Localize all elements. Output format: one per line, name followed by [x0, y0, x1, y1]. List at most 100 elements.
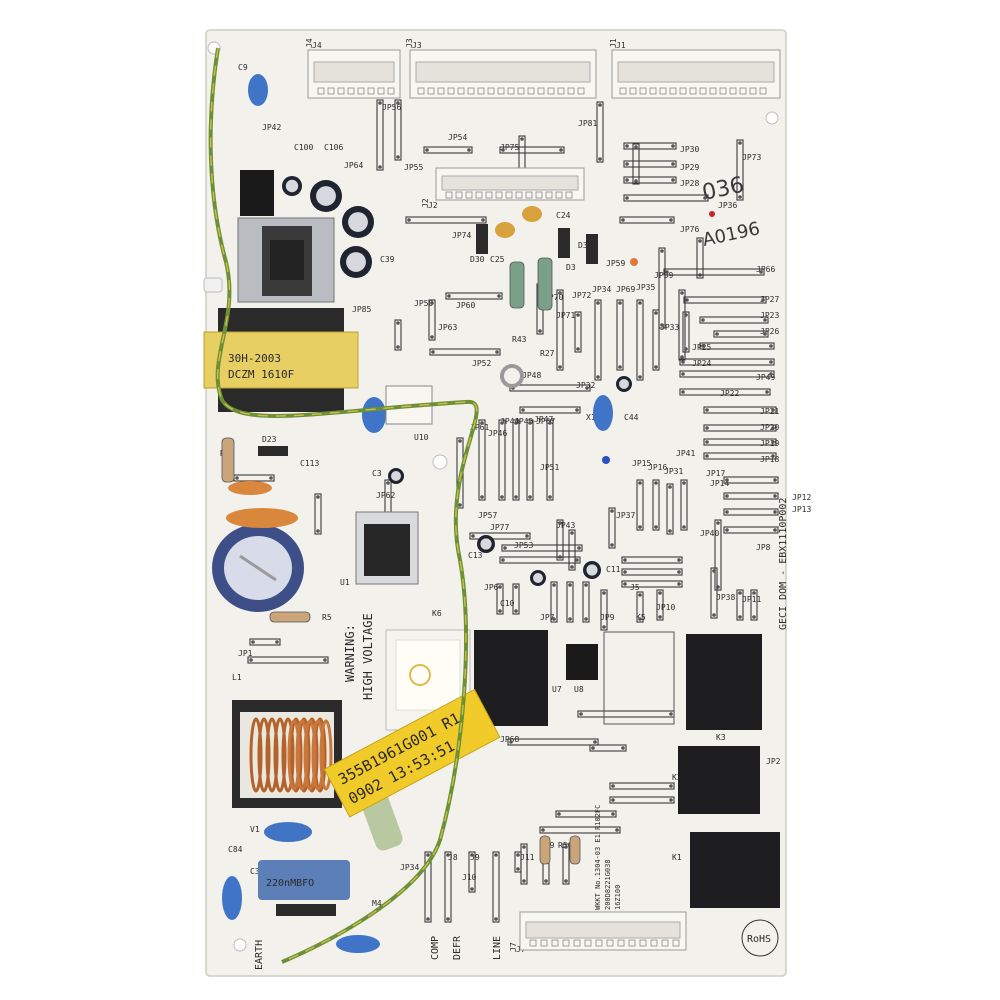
tantalum-capacitor — [522, 206, 542, 222]
jumper-pad — [470, 887, 474, 891]
resistor — [539, 835, 551, 865]
connector-pin — [619, 87, 627, 95]
jumper — [519, 406, 581, 414]
jumper — [723, 526, 779, 534]
connector-pins — [317, 87, 767, 947]
jumper-pad — [396, 345, 400, 349]
jumper — [616, 299, 624, 371]
ref-label: JP33 — [660, 323, 679, 332]
relay-k1 — [690, 832, 780, 908]
jumper-pad — [668, 529, 672, 533]
jumper-pad — [598, 157, 602, 161]
connector-pin — [417, 87, 425, 95]
coil-winding — [319, 719, 333, 791]
connector-pin — [562, 939, 570, 947]
ref-label: M4 — [372, 899, 382, 908]
jumper-pad — [249, 658, 253, 662]
jumper — [556, 519, 564, 561]
jumper — [562, 843, 570, 885]
jumper-pad — [625, 162, 629, 166]
jumper — [405, 216, 487, 224]
jumper — [556, 289, 564, 371]
transformer: 30H-2003 DCZM 1610F — [203, 308, 359, 412]
connector-pin — [628, 939, 636, 947]
ref-label: JP54 — [448, 133, 467, 142]
connector-pin — [629, 87, 637, 95]
ref-label: JP66 — [756, 265, 775, 274]
jumper-pad — [638, 481, 642, 485]
jumper-pad — [677, 582, 681, 586]
capacitor-top — [391, 471, 401, 481]
jumper — [656, 589, 664, 621]
jumper — [652, 309, 660, 371]
jumper — [526, 419, 534, 501]
ref-label: J3 — [412, 41, 422, 50]
jumper-pad — [773, 528, 777, 532]
electrolytic-capacitors — [282, 176, 632, 586]
ref-label: K1 — [672, 853, 682, 862]
connector-pin — [465, 191, 473, 199]
jumper — [710, 567, 718, 619]
relay-footprint-k5 — [603, 631, 675, 725]
connector-pin — [577, 87, 585, 95]
jumper-pad — [665, 270, 669, 274]
ref-label: J4 — [312, 41, 322, 50]
coil-winding — [303, 719, 317, 791]
jumper-pad — [528, 495, 532, 499]
jumper-wires — [233, 99, 779, 923]
connector-pin — [447, 87, 455, 95]
connector-pin — [547, 87, 555, 95]
jumper-pad — [458, 439, 462, 443]
ref-label: C44 — [624, 413, 639, 422]
jumper — [501, 544, 583, 552]
ref-label: JP14 — [710, 479, 729, 488]
connector-pin — [535, 191, 543, 199]
jumper-pad — [584, 617, 588, 621]
jumper-pad — [564, 845, 568, 849]
jumper-pad — [584, 583, 588, 587]
jumper — [507, 738, 599, 746]
ref-label: C11 — [606, 565, 621, 574]
jumper-pad — [715, 332, 719, 336]
connector-pin — [317, 87, 325, 95]
jumper-pad — [658, 591, 662, 595]
jumper-pad — [681, 360, 685, 364]
jumper-pad — [570, 531, 574, 535]
ref-label: C25 — [490, 255, 505, 264]
jumper — [568, 529, 576, 571]
jumper-pad — [470, 853, 474, 857]
ref-label: JP11 — [742, 595, 761, 604]
jumper-pad — [682, 481, 686, 485]
jumper-pad — [251, 640, 255, 644]
jumper-pad — [685, 298, 689, 302]
jumper-pad — [430, 301, 434, 305]
jumper-pad — [625, 144, 629, 148]
relay-k5 — [474, 630, 548, 726]
jumper-pad — [558, 291, 562, 295]
connector-label: J2 — [421, 198, 430, 208]
mounting-hole — [233, 938, 247, 952]
jumper-pad — [654, 311, 658, 315]
jumper-pad — [625, 196, 629, 200]
ref-label: K2 — [672, 773, 682, 782]
jumper — [424, 851, 432, 923]
jumper-pad — [576, 313, 580, 317]
ref-label: C24 — [556, 211, 571, 220]
jumper — [623, 142, 677, 150]
jumper-pad — [771, 408, 775, 412]
ref-label: JP81 — [578, 119, 597, 128]
red-dot — [709, 211, 715, 217]
jumper-pad — [669, 784, 673, 788]
ref-label: V1 — [250, 825, 260, 834]
jumper-pad — [684, 347, 688, 351]
jumper-pad — [500, 421, 504, 425]
jumper-pad — [501, 558, 505, 562]
jumper-pad — [480, 495, 484, 499]
connector-pin — [445, 191, 453, 199]
jumper — [723, 476, 779, 484]
jumper-pad — [705, 408, 709, 412]
ref-label: JP2 — [766, 757, 781, 766]
jumper-pad — [716, 521, 720, 525]
jumper-pad — [552, 617, 556, 621]
regulator-u1 — [355, 511, 419, 585]
